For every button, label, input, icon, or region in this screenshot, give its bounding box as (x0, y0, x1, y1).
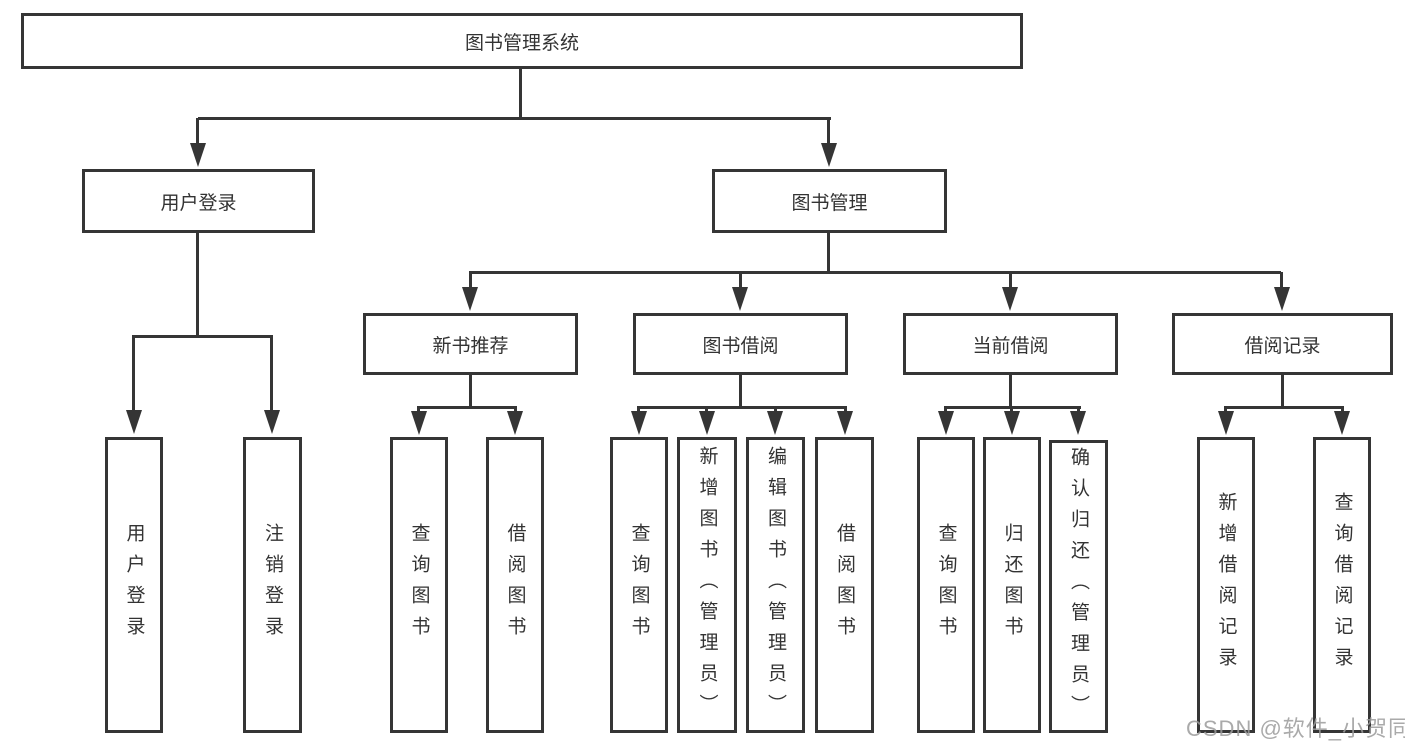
connector-line (1077, 407, 1080, 414)
leaf-add-borrow-record: 新增借阅记录 (1197, 437, 1255, 733)
node-label: 图书管理系统 (464, 32, 579, 54)
connector-line (844, 407, 847, 414)
connector-line (739, 272, 742, 290)
connector-line (196, 233, 199, 336)
connector-line (1224, 407, 1227, 414)
leaf-return-books: 归还图书 (983, 437, 1041, 733)
node-book-management: 图书管理 (712, 169, 947, 233)
arrowhead-icon (1334, 411, 1350, 435)
node-label: 新书推荐 (432, 335, 509, 357)
node-label: 当前借阅 (972, 335, 1049, 357)
node-label: 图书借阅 (702, 335, 779, 357)
connector-line (417, 406, 517, 409)
node-label: 用户登录 (160, 192, 237, 214)
node-user-login: 用户登录 (82, 169, 315, 233)
node-label: 借阅图书 (504, 523, 526, 647)
connector-line (827, 233, 830, 274)
node-label: 注销登录 (262, 523, 283, 647)
arrowhead-icon (1004, 411, 1020, 435)
arrowhead-icon (411, 411, 427, 435)
node-current-borrowing: 当前借阅 (903, 313, 1118, 375)
connector-line (1009, 272, 1012, 290)
node-label: 确认归还（管理员） (1068, 447, 1089, 726)
connector-line (417, 407, 420, 414)
arrowhead-icon (938, 411, 954, 435)
connector-line (196, 118, 199, 146)
arrowhead-icon (264, 410, 280, 434)
leaf-user-login: 用户登录 (105, 437, 163, 733)
arrowhead-icon (190, 143, 206, 167)
connector-line (1281, 375, 1284, 408)
node-borrowing-records: 借阅记录 (1172, 313, 1393, 375)
arrowhead-icon (1274, 287, 1290, 311)
arrowhead-icon (837, 411, 853, 435)
node-label: 图书管理 (791, 192, 868, 214)
leaf-query-books-borrowing: 查询图书 (610, 437, 668, 733)
leaf-confirm-return-admin: 确认归还（管理员） (1049, 440, 1108, 733)
arrowhead-icon (126, 410, 142, 434)
connector-line (519, 68, 522, 120)
connector-line (469, 272, 472, 290)
connector-line (637, 407, 640, 414)
connector-line (132, 336, 135, 412)
node-label: 查询图书 (408, 523, 430, 647)
node-label: 新增图书（管理员） (696, 445, 718, 725)
connector-line (774, 407, 777, 414)
node-label: 编辑图书（管理员） (765, 445, 786, 725)
connector-line (944, 407, 947, 414)
connector-line (827, 118, 830, 146)
arrowhead-icon (1002, 287, 1018, 311)
node-book-borrowing: 图书借阅 (633, 313, 848, 375)
connector-line (637, 406, 847, 409)
csdn-watermark: CSDN @软件_小贺同学 (1186, 716, 1405, 741)
leaf-add-book-admin: 新增图书（管理员） (677, 437, 737, 733)
connector-line (469, 375, 472, 408)
connector-line (270, 336, 273, 412)
arrowhead-icon (821, 143, 837, 167)
connector-line (132, 335, 273, 338)
node-root-library-system: 图书管理系统 (21, 13, 1023, 69)
leaf-borrow-books: 借阅图书 (815, 437, 874, 733)
node-label: 归还图书 (1001, 523, 1023, 647)
connector-line (1341, 407, 1344, 414)
node-label: 查询图书 (628, 523, 650, 647)
arrowhead-icon (732, 287, 748, 311)
node-label: 借阅图书 (834, 523, 855, 647)
connector-line (739, 375, 742, 408)
connector-line (1010, 407, 1013, 414)
arrowhead-icon (507, 411, 523, 435)
leaf-query-borrow-record: 查询借阅记录 (1313, 437, 1371, 733)
arrowhead-icon (631, 411, 647, 435)
node-new-book-recommendation: 新书推荐 (363, 313, 578, 375)
connector-line (514, 407, 517, 414)
node-label: 借阅记录 (1244, 335, 1321, 357)
leaf-logout: 注销登录 (243, 437, 302, 733)
arrowhead-icon (1070, 411, 1086, 435)
connector-line (1280, 272, 1283, 290)
leaf-borrow-books-recommendation: 借阅图书 (486, 437, 544, 733)
leaf-query-books-current: 查询图书 (917, 437, 975, 733)
arrowhead-icon (462, 287, 478, 311)
connector-line (1224, 406, 1344, 409)
node-label: 用户登录 (123, 523, 145, 647)
node-label: 新增借阅记录 (1215, 492, 1237, 678)
leaf-query-books-recommendation: 查询图书 (390, 437, 448, 733)
connector-line (705, 407, 708, 414)
connector-line (198, 117, 831, 120)
arrowhead-icon (1218, 411, 1234, 435)
node-label: 查询借阅记录 (1331, 492, 1353, 678)
arrowhead-icon (699, 411, 715, 435)
leaf-edit-book-admin: 编辑图书（管理员） (746, 437, 805, 733)
node-label: 查询图书 (935, 523, 957, 647)
connector-line (1009, 375, 1012, 408)
arrowhead-icon (767, 411, 783, 435)
connector-line (469, 271, 1281, 274)
